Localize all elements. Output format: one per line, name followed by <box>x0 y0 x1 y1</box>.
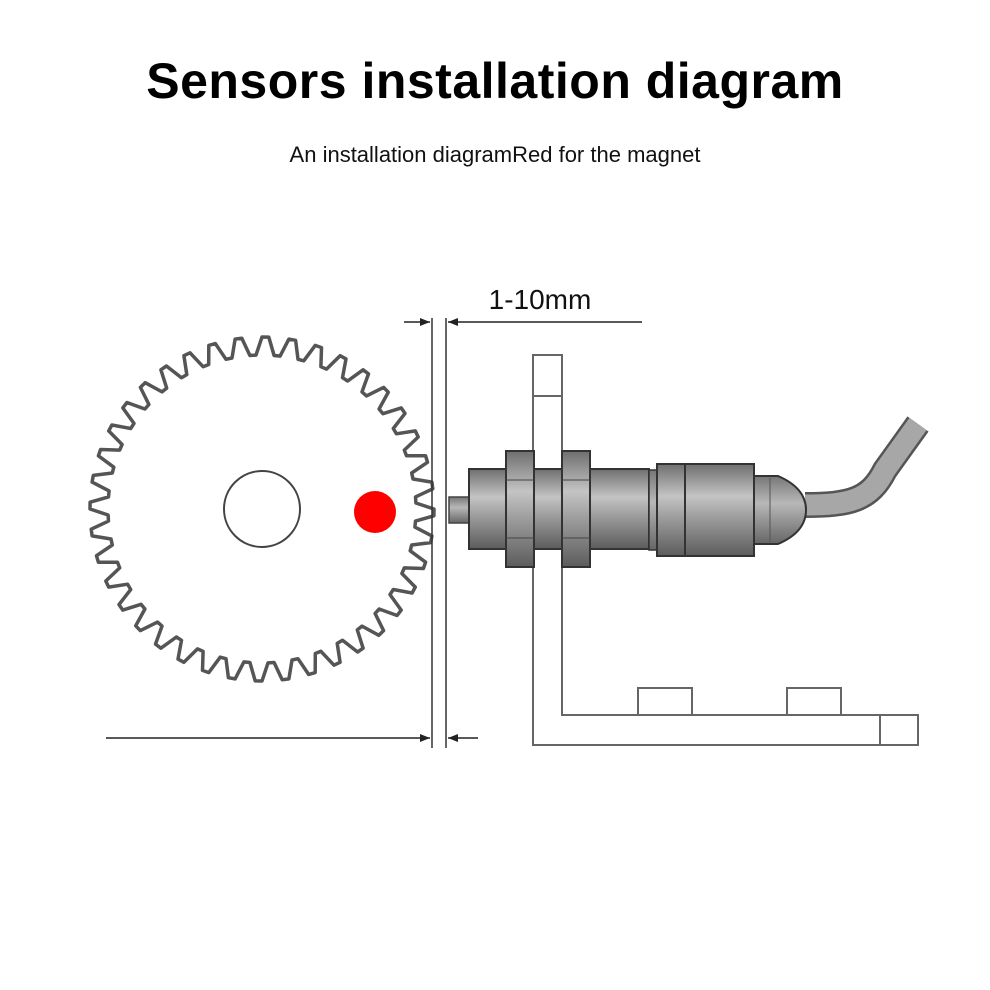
mounting-bracket <box>532 354 919 746</box>
sensor-cable-gland <box>753 475 808 545</box>
diagram-subtitle: An installation diagramRed for the magne… <box>289 142 701 167</box>
sensor-nut-right <box>561 450 591 568</box>
proximity-sensor <box>448 450 808 568</box>
gap-dimension-label: 1-10mm <box>489 284 592 315</box>
bracket-tab-right <box>786 687 842 716</box>
gear-teeth-outline <box>88 335 436 683</box>
bracket-tab-left <box>637 687 693 716</box>
sensor-cable <box>804 416 929 518</box>
sensor-tip <box>448 496 472 524</box>
sensor-threaded-body <box>468 468 650 550</box>
gear-wheel <box>88 335 436 683</box>
sensor-ring <box>656 463 686 557</box>
gear-hub-hole <box>223 470 301 548</box>
magnet-marker <box>354 491 396 533</box>
gap-dimension-top: 1-10mm <box>404 284 642 326</box>
reference-lines <box>431 318 447 748</box>
sensor-nut-left <box>505 450 535 568</box>
sensor-ring <box>648 469 658 551</box>
sensor-rear-body <box>684 463 755 557</box>
diagram-title: Sensors installation diagram <box>146 53 844 109</box>
